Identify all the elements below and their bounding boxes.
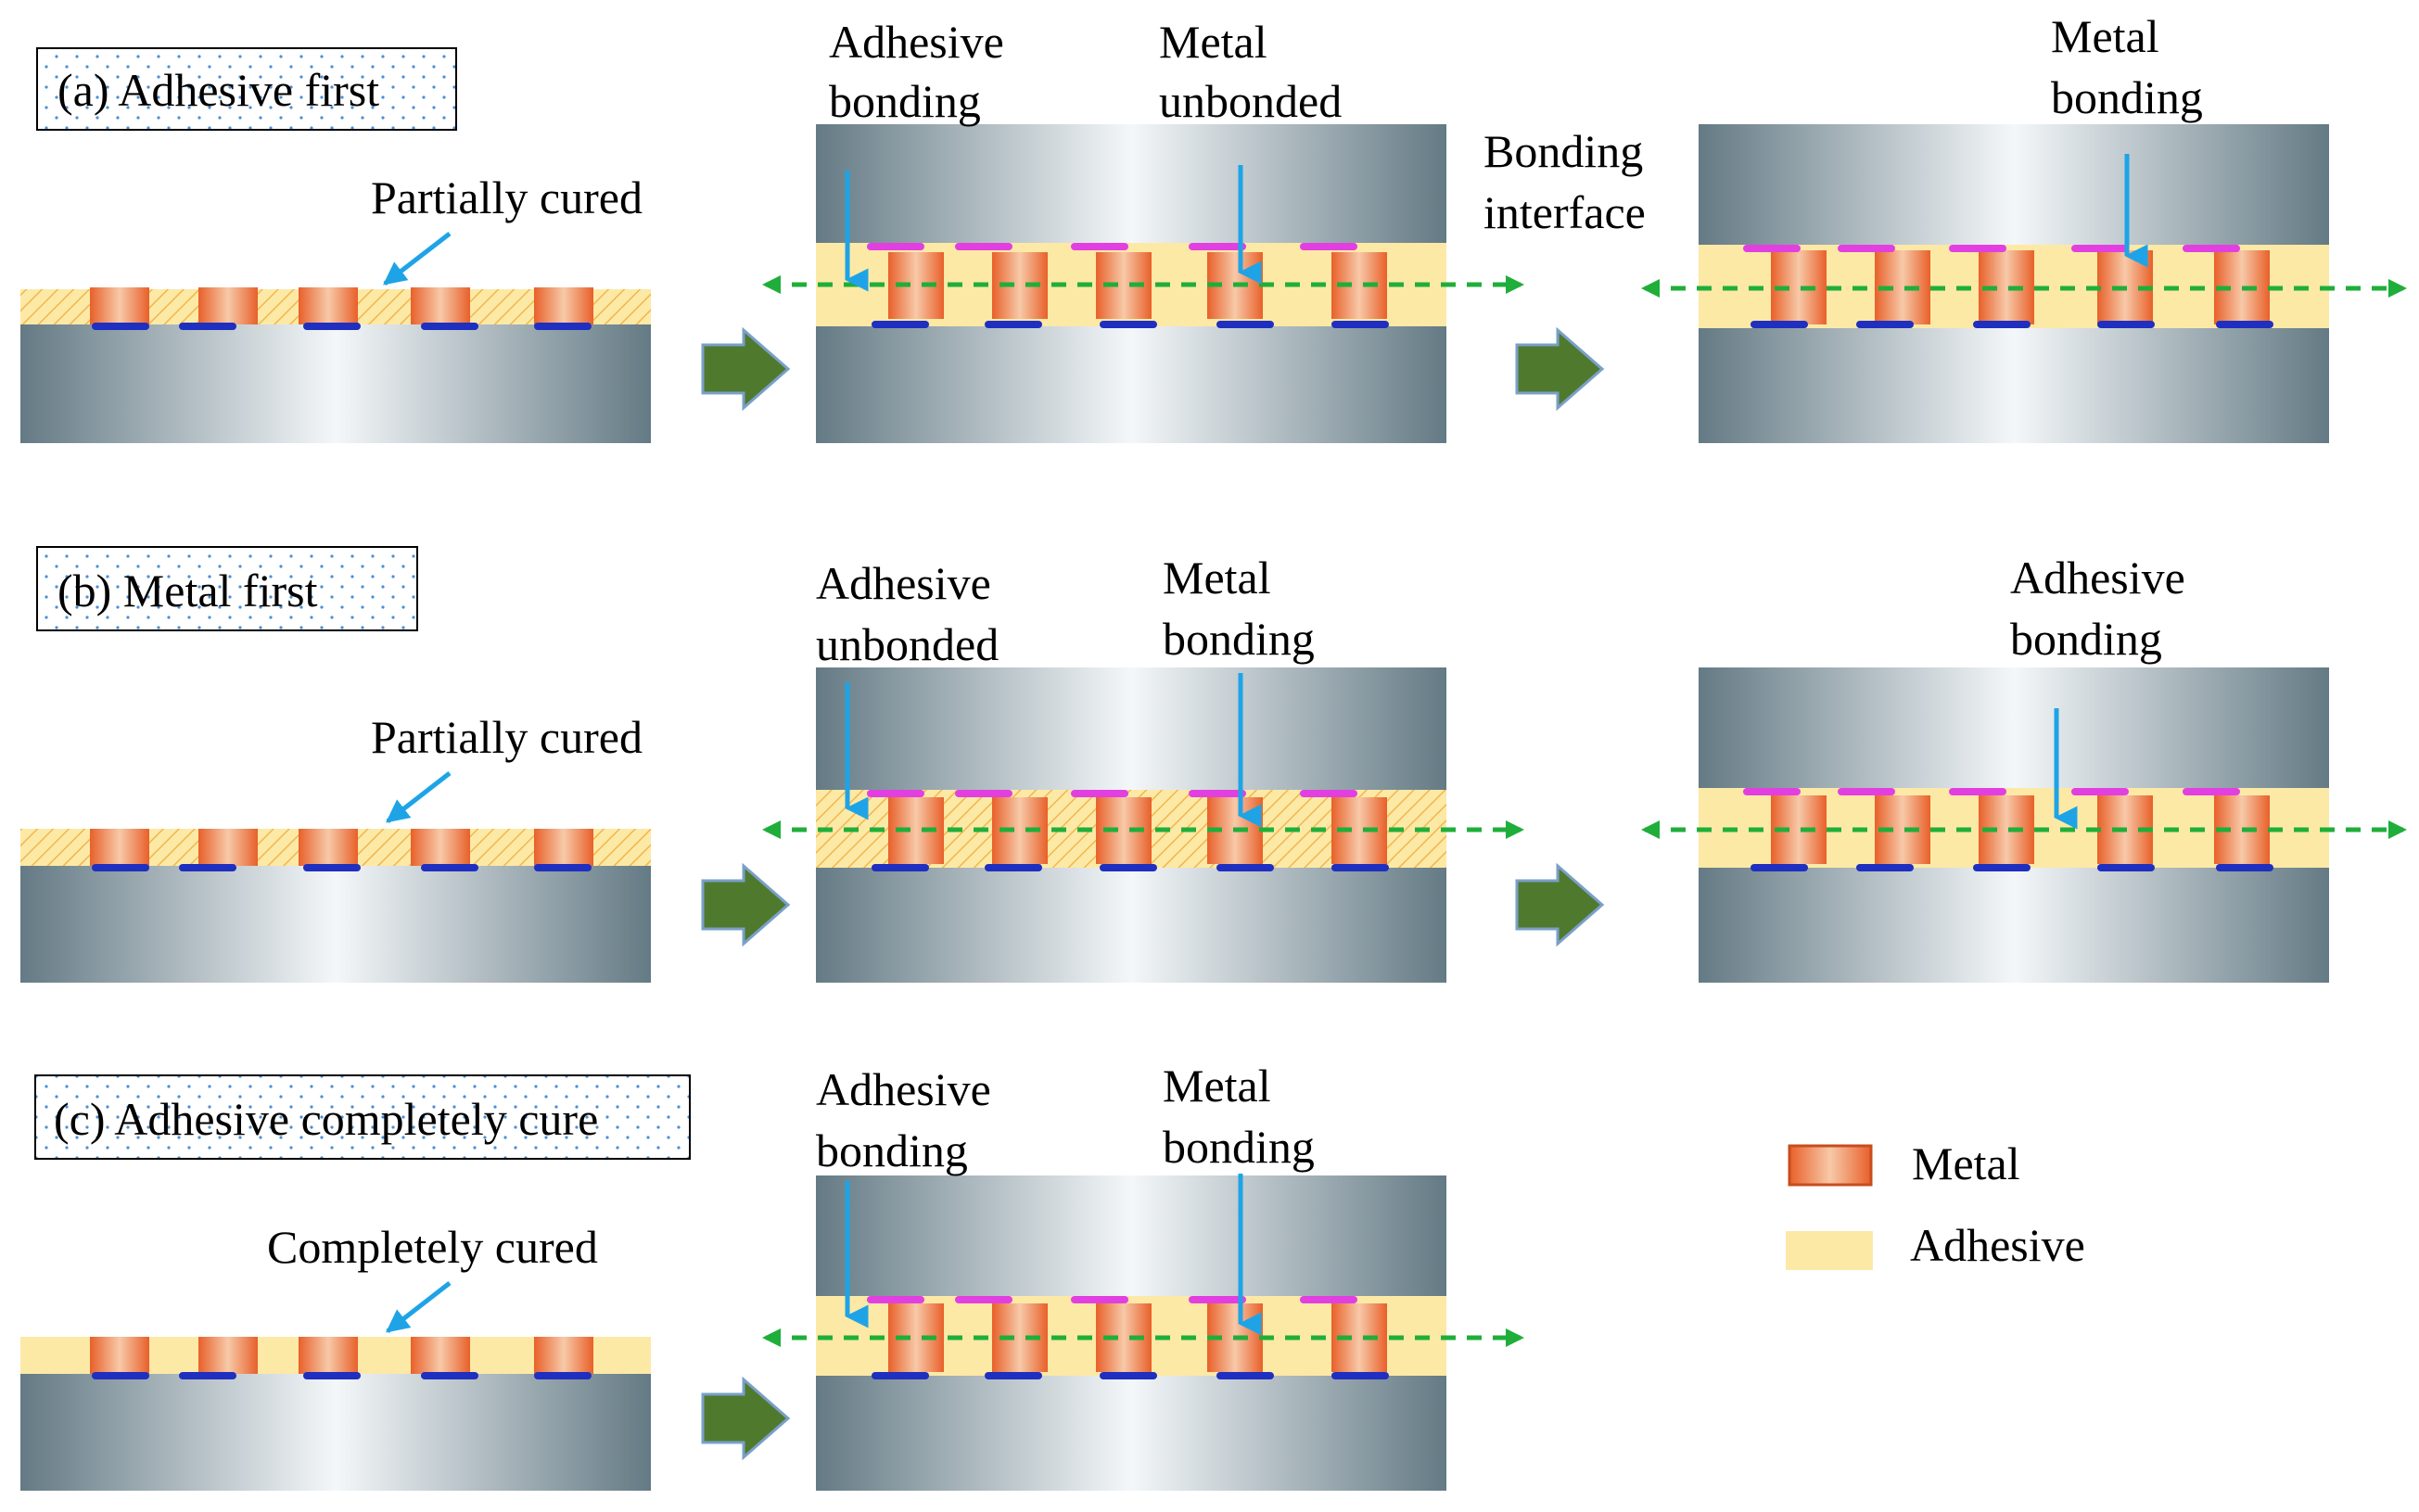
- panel-b-step1: Partially cured: [20, 711, 651, 983]
- top-substrate: [816, 1175, 1446, 1296]
- label-adhesive-line2: bonding: [816, 1124, 968, 1176]
- label-metal-line2: unbonded: [1159, 75, 1342, 127]
- process-arrow-icon: [1515, 326, 1605, 412]
- panel-b-step2: Adhesive unbonded Metal bonding: [762, 552, 1524, 983]
- panel-c-title-box: [34, 1074, 691, 1160]
- panel-b-step3: Adhesive bonding: [1641, 552, 2407, 983]
- panel-b-title: (b) Metal first: [57, 565, 318, 616]
- legend-adhesive-swatch: [1786, 1231, 1873, 1270]
- label-adhesive-line2: bonding: [2010, 613, 2162, 665]
- panel-c: (c) Adhesive completely cure Completely …: [20, 1060, 1524, 1491]
- panel-b-title-box: [36, 546, 418, 631]
- bottom-pads: [872, 321, 1389, 328]
- bottom-pads: [1751, 321, 2273, 328]
- curing-label: Completely cured: [267, 1221, 598, 1273]
- process-arrow-icon: [701, 326, 791, 412]
- panel-b: (b) Metal first Partially cured: [20, 546, 2407, 983]
- curing-label: Partially cured: [371, 172, 643, 223]
- label-adhesive-line1: Adhesive: [2010, 552, 2185, 604]
- legend: Metal Adhesive: [1786, 1137, 2085, 1271]
- bottom-pads: [872, 864, 1389, 871]
- process-arrow-icon: [701, 862, 791, 947]
- top-pads: [1743, 788, 2240, 795]
- bottom-pads: [92, 1372, 592, 1379]
- label-metal-line2: bonding: [2051, 71, 2203, 123]
- bottom-pads: [92, 323, 592, 330]
- top-substrate: [1699, 667, 2329, 788]
- label-metal-line2: bonding: [1163, 613, 1315, 665]
- panel-a: (a) Adhesive first Partially cured: [20, 10, 2407, 443]
- substrate: [20, 1374, 651, 1491]
- bottom-pads: [1751, 864, 2273, 871]
- legend-metal-label: Metal: [1912, 1137, 2020, 1189]
- label-adhesive-line1: Adhesive: [816, 1063, 991, 1115]
- bottom-substrate: [1699, 328, 2329, 443]
- panel-a-step3: Metal bonding: [1641, 10, 2407, 443]
- process-arrow-icon: [1515, 862, 1605, 947]
- bottom-substrate: [816, 326, 1446, 443]
- bottom-pads: [92, 864, 592, 871]
- substrate: [20, 324, 651, 443]
- bottom-pads: [872, 1372, 1389, 1379]
- label-metal-line1: Metal: [1163, 1060, 1271, 1112]
- metal-bumps: [90, 829, 593, 866]
- panel-a-title-box: [36, 47, 457, 131]
- panel-c-title: (c) Adhesive completely cure: [54, 1093, 598, 1145]
- legend-adhesive-label: Adhesive: [1910, 1219, 2085, 1271]
- panel-c-step1: Completely cured: [20, 1221, 651, 1491]
- pointer-arrow: [383, 232, 452, 286]
- label-metal-line2: bonding: [1163, 1121, 1315, 1173]
- label-metal-line1: Metal: [1159, 16, 1267, 68]
- interface-label-line1: Bonding: [1483, 125, 1643, 177]
- label-adhesive-line1: Adhesive: [816, 557, 991, 609]
- pointer-arrow: [386, 771, 452, 823]
- top-pads: [867, 243, 1357, 250]
- label-adhesive-line2: bonding: [829, 75, 981, 127]
- legend-metal-swatch: [1788, 1144, 1873, 1187]
- top-pads: [867, 1296, 1357, 1303]
- interface-label-line2: interface: [1483, 186, 1646, 238]
- panel-a-title: (a) Adhesive first: [57, 64, 379, 116]
- label-metal-line1: Metal: [1163, 552, 1271, 604]
- panel-a-step1: Partially cured: [20, 172, 651, 443]
- label-metal-line1: Metal: [2051, 10, 2159, 62]
- pointer-arrow: [386, 1281, 452, 1333]
- substrate: [20, 866, 651, 983]
- top-pads: [867, 790, 1357, 797]
- metal-bumps: [90, 1337, 593, 1374]
- label-adhesive-line2: unbonded: [816, 618, 999, 670]
- top-substrate: [816, 667, 1446, 790]
- top-pads: [1743, 245, 2240, 252]
- bottom-substrate: [816, 868, 1446, 983]
- process-arrow-icon: [701, 1376, 791, 1461]
- label-adhesive-line1: Adhesive: [829, 16, 1004, 68]
- metal-bumps: [90, 287, 593, 324]
- panel-c-step2: Adhesive bonding Metal bonding: [762, 1060, 1524, 1491]
- curing-label: Partially cured: [371, 711, 643, 763]
- top-substrate: [1699, 124, 2329, 245]
- top-substrate: [816, 124, 1446, 243]
- panel-a-step2: Adhesive bonding Metal unbonded Bonding …: [762, 16, 1646, 443]
- bottom-substrate: [816, 1376, 1446, 1491]
- bottom-substrate: [1699, 868, 2329, 983]
